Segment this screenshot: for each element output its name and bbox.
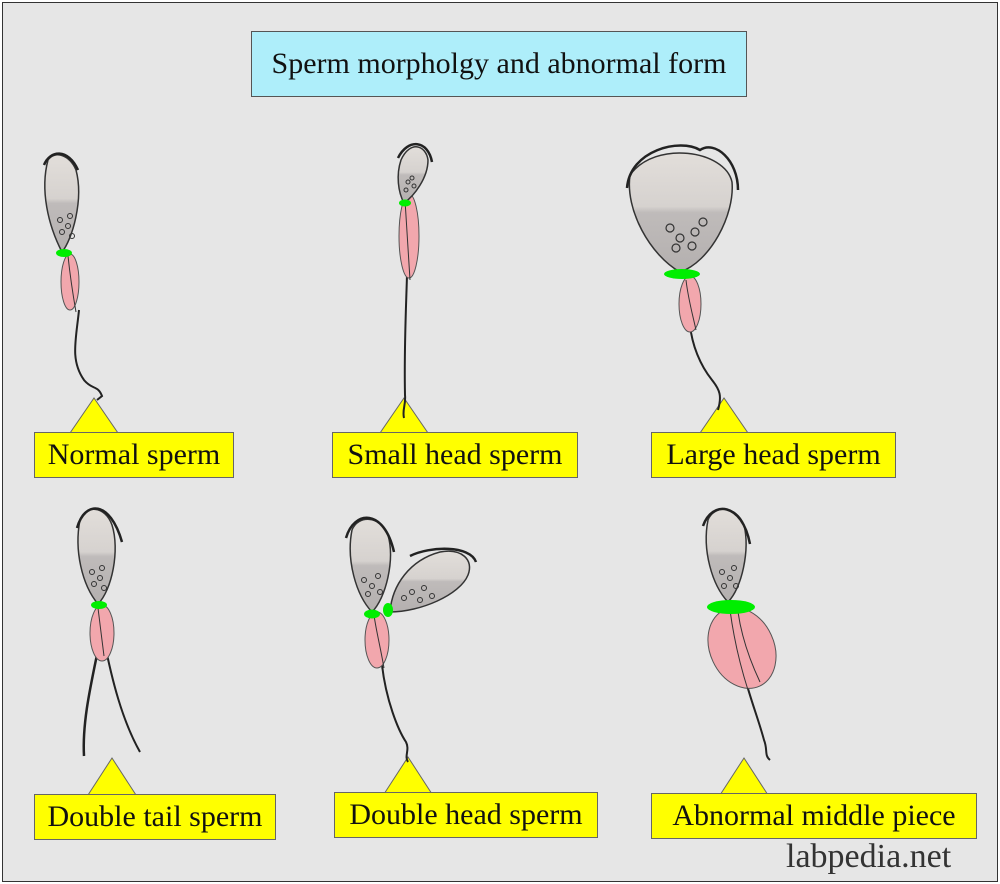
callout-pointer (383, 756, 433, 795)
abnormal-middle-piece-sperm (701, 507, 777, 761)
label-double-tail-sperm: Double tail sperm (34, 794, 276, 840)
normal-sperm (42, 152, 104, 401)
large-head-sperm (625, 144, 740, 411)
label-abnormal-middle-piece: Abnormal middle piece (651, 793, 977, 839)
double-head-sperm (344, 516, 478, 763)
watermark: labpedia.net (786, 838, 952, 875)
diagram-title: Sperm morpholgy and abnormal form (251, 31, 747, 97)
small-head-sperm (396, 142, 434, 419)
callout-pointer (699, 397, 749, 434)
label-double-head-sperm: Double head sperm (334, 792, 598, 838)
label-large-head-sperm: Large head sperm (651, 432, 896, 478)
double-tail-sperm (75, 507, 141, 757)
callout-pointer (87, 757, 137, 796)
label-normal-sperm: Normal sperm (34, 432, 234, 478)
label-small-head-sperm: Small head sperm (332, 432, 578, 478)
callout-pointer (719, 757, 769, 796)
callout-pointer (69, 397, 119, 434)
